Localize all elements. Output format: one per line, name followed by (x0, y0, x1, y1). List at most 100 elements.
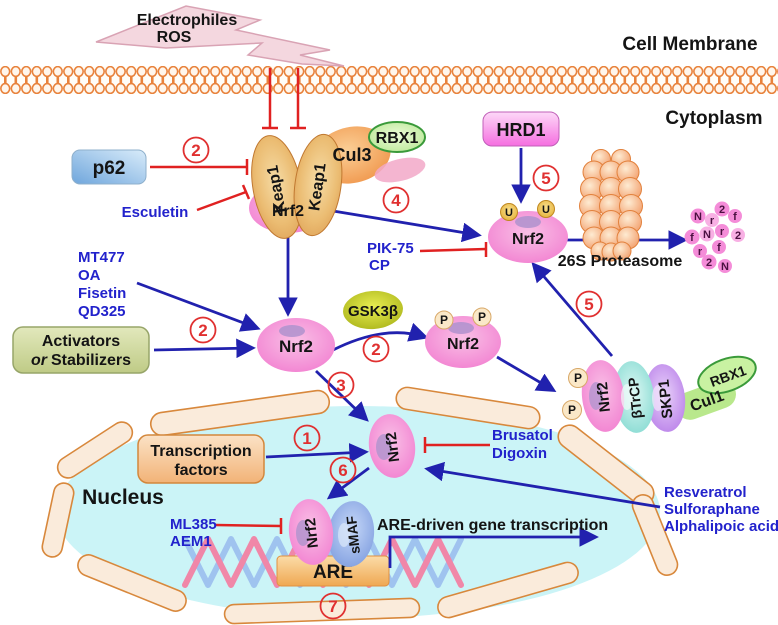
qd325-label: QD325 (78, 303, 126, 320)
ubiquitin-label: U (542, 204, 550, 216)
pik75-label: PIK-75 (367, 240, 414, 257)
nrf2-fragment: r (693, 244, 707, 258)
fragment-letter: r (710, 215, 715, 227)
arrow-step1-tf (265, 443, 369, 463)
step-number: 3 (336, 376, 345, 395)
lightning-bolt-icon (95, 5, 345, 67)
transcription-factors-box (137, 434, 265, 484)
proteasome-icon (579, 149, 643, 262)
phosphate-icon (562, 400, 582, 420)
ubiquitinated-nrf2: U U Nrf2 (488, 200, 568, 263)
nrf2-degraded-fragments: N r 2 f f N r 2 r f 2 N (684, 201, 745, 273)
keap1-right-node (293, 133, 343, 237)
nrf2-fragment: 2 (701, 254, 717, 270)
ubiquitin-label: U (505, 207, 513, 219)
p62-node (71, 149, 147, 185)
inhibition-lines (150, 159, 490, 534)
nuclear-envelope-segment (77, 554, 187, 612)
nrf2-fragment: f (684, 229, 700, 245)
mt477-label: MT477 (78, 249, 125, 266)
digoxin-label: Digoxin (492, 445, 547, 462)
inhibition-p62-keap1 (150, 159, 249, 175)
phosphate-icon (434, 310, 454, 330)
proteasome-label: 26S Proteasome (558, 253, 683, 270)
fragment-letter: f (690, 232, 694, 244)
step-badges: 2 4 5 2 2 3 5 1 6 7 (182, 136, 603, 620)
cul3-label: Cul3 (332, 145, 371, 165)
step-number: 7 (328, 597, 337, 616)
esculetin-label: Esculetin (122, 204, 189, 221)
electrophiles-label: Electrophiles (137, 12, 238, 29)
step-2-badge: 2 (189, 316, 217, 344)
step-number: 5 (541, 169, 550, 188)
activators-stabilizers: Stabilizers (51, 352, 131, 369)
arrow-resveratrol-nrf2 (424, 461, 661, 509)
step-7-badge: 7 (319, 592, 347, 620)
arrow-step4-ubiquitination (326, 208, 482, 243)
free-nrf2-node (257, 318, 335, 372)
rbx1-node (368, 121, 426, 153)
nrf2-fragment: N (690, 208, 706, 224)
inhibition-pik75-nrf2 (419, 242, 488, 257)
nuclear-envelope-segment (56, 421, 134, 479)
step-3-badge: 3 (327, 371, 355, 399)
tf-box-line2: factors (174, 462, 227, 479)
skp1-node (644, 364, 686, 432)
nrf2-fragment: f (712, 240, 726, 254)
nuclear-nrf2-node (368, 414, 416, 478)
scf-nrf2-label: Nrf2 (594, 381, 614, 413)
nuclear-envelope-segment (437, 561, 579, 619)
gsk3b-label: GSK3β (348, 303, 398, 320)
activators-box-line1: Activators (42, 333, 120, 350)
rbx1-label: RBX1 (376, 130, 419, 147)
fragment-letter: N (703, 229, 711, 241)
arrow-step3-translocation (315, 369, 369, 422)
brusatol-label: Brusatol (492, 427, 553, 444)
nuclear-envelope-segment (149, 389, 331, 437)
btrcp-highlight (621, 384, 633, 410)
smaf-highlight (338, 523, 350, 547)
cytoplasm-label: Cytoplasm (665, 108, 762, 129)
activators-box (12, 326, 150, 374)
ubiquitin-icon (500, 203, 518, 221)
nrf2-smaf-complex: Nrf2 sMAF (288, 499, 375, 567)
step-2-badge: 2 (362, 335, 390, 363)
fragment-letter: 2 (719, 204, 725, 216)
fragment-letter: f (733, 211, 737, 223)
nuclear-nrf2-label: Nrf2 (383, 431, 404, 463)
ros-label: ROS (157, 29, 192, 46)
phosphate-icon (472, 307, 492, 327)
step-number: 6 (338, 461, 347, 480)
nuclear-envelope (41, 386, 679, 625)
step-number: 2 (198, 321, 207, 340)
nrf2-fragment: r (715, 224, 729, 238)
keap-bound-nrf2-label: Nrf2 (272, 203, 304, 220)
cul3-highlight (374, 157, 426, 183)
nuclear-envelope-segment (395, 386, 541, 430)
phosphate-label: P (574, 371, 582, 385)
nrf2-fragment: f (728, 209, 742, 223)
fragment-letter: N (694, 211, 702, 223)
free-nrf2: Nrf2 (257, 318, 335, 372)
fragment-letter: 2 (735, 230, 741, 242)
step-number: 2 (371, 340, 380, 359)
nrf2-highlight (448, 322, 474, 334)
nuclear-nrf2: Nrf2 (368, 414, 416, 478)
nrf2-fragment: r (705, 213, 719, 227)
arrow-gene-transcription (388, 527, 599, 568)
hrd1-label: HRD1 (496, 120, 545, 140)
fragment-letter: r (698, 246, 703, 258)
activators-or: or (31, 352, 48, 369)
nrf2-fragment: 2 (714, 201, 730, 217)
cp-label: CP (369, 257, 390, 274)
step-number: 1 (302, 429, 311, 448)
nuclear-envelope-segment (41, 482, 75, 558)
ub-nrf2-node (488, 211, 568, 263)
fragment-letter: N (721, 261, 729, 273)
resveratrol-label: Resveratrol (664, 484, 747, 501)
rbx1-scf-node (697, 355, 757, 395)
arrow-scf-to-degradation (531, 262, 614, 357)
fisetin-label: Fisetin (78, 285, 126, 302)
step-1-badge: 1 (293, 424, 321, 452)
